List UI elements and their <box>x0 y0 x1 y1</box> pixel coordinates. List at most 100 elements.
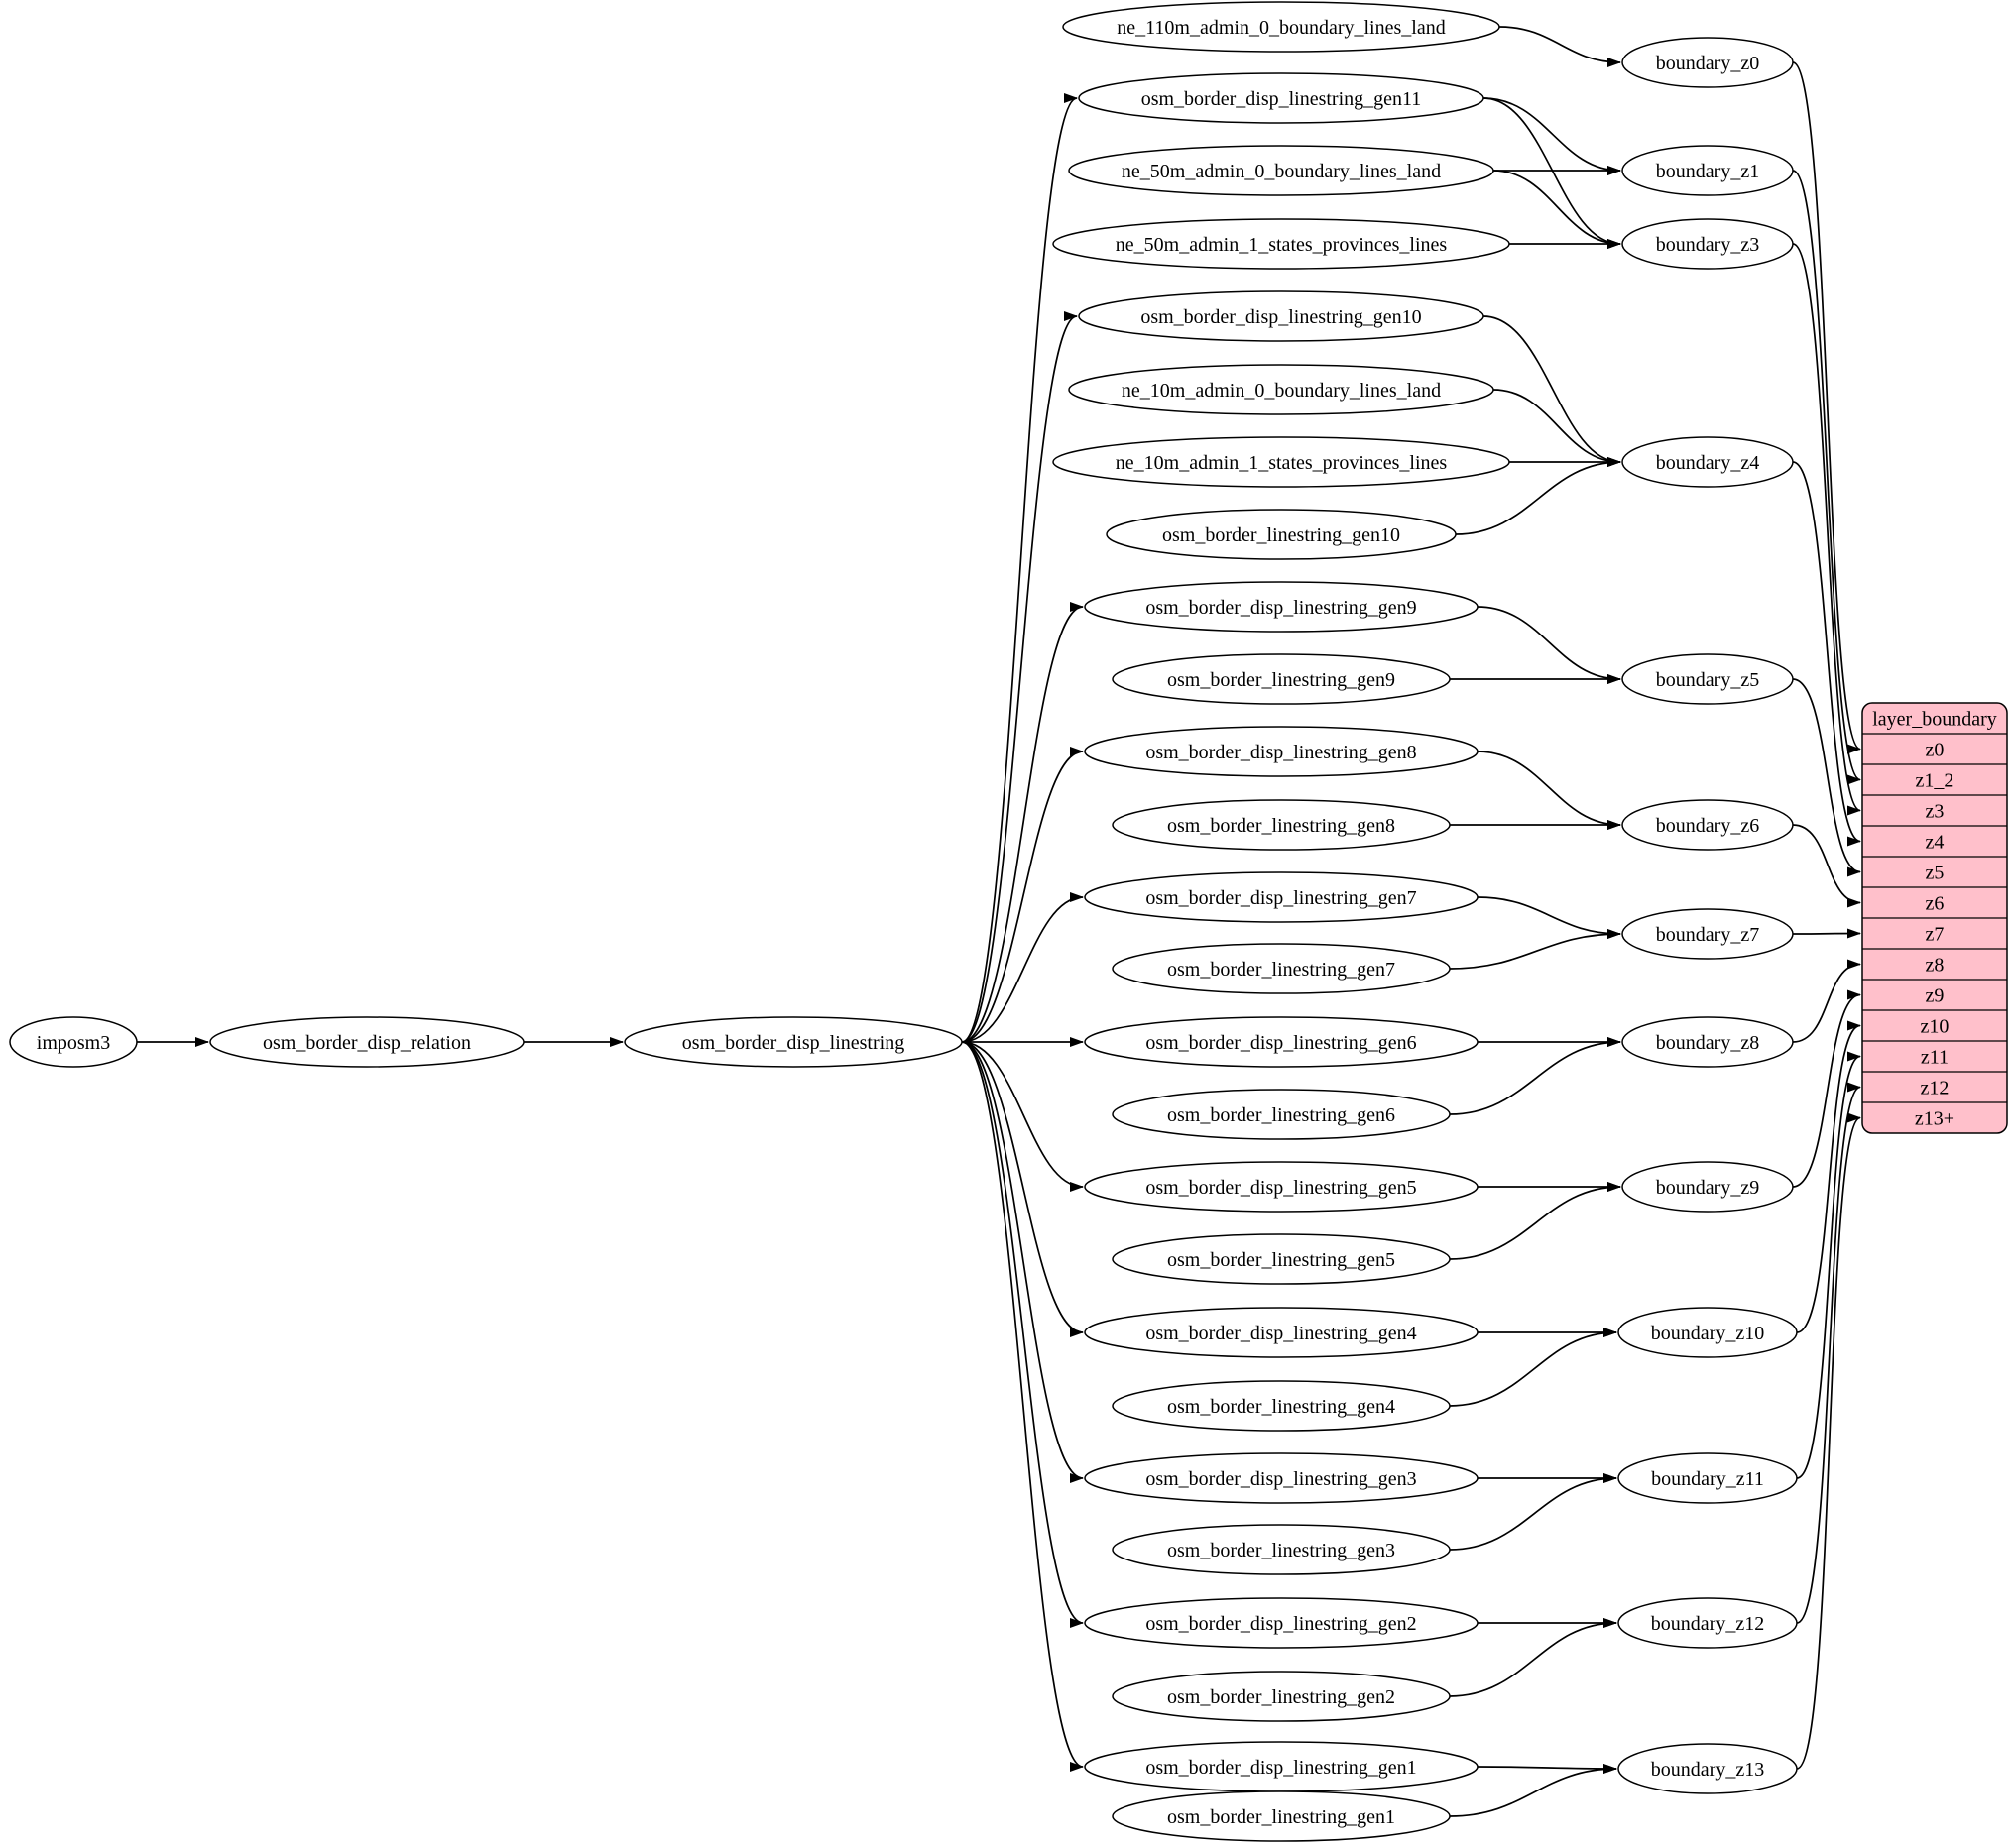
node-ne_50m_admin_0_boundary_lines_land: ne_50m_admin_0_boundary_lines_land <box>1068 145 1494 196</box>
node-osm_border_linestring_gen9: osm_border_linestring_gen9 <box>1112 653 1451 705</box>
record-row-z1_2: z1_2 <box>1916 770 1954 792</box>
node-label-boundary_z0: boundary_z0 <box>1656 53 1759 74</box>
node-osm_border_linestring_gen7: osm_border_linestring_gen7 <box>1112 943 1451 994</box>
edge-ne_10m_admin_0_boundary_lines_land-to-boundary_z4 <box>1492 389 1621 467</box>
edge-osm_border_disp_linestring-to-osm_border_disp_linestring_gen9 <box>961 602 1084 1043</box>
node-osm_border_disp_linestring_gen10: osm_border_disp_linestring_gen10 <box>1078 290 1484 342</box>
edge-osm_border_disp_linestring_gen11-to-boundary_z1 <box>1482 97 1621 175</box>
node-label-ne_110m_admin_0_boundary_lines_land: ne_110m_admin_0_boundary_lines_land <box>1117 17 1445 39</box>
edge-osm_border_disp_linestring-to-osm_border_disp_linestring_gen7 <box>961 892 1084 1043</box>
node-label-ne_10m_admin_1_states_provinces_lines: ne_10m_admin_1_states_provinces_lines <box>1116 452 1448 474</box>
node-osm_border_disp_linestring_gen4: osm_border_disp_linestring_gen4 <box>1084 1307 1479 1358</box>
node-label-boundary_z7: boundary_z7 <box>1656 924 1759 946</box>
node-osm_border_disp_linestring_gen8: osm_border_disp_linestring_gen8 <box>1084 726 1479 777</box>
record-row-z12: z12 <box>1921 1078 1950 1099</box>
node-label-osm_border_linestring_gen8: osm_border_linestring_gen8 <box>1167 815 1395 837</box>
edge-osm_border_disp_linestring_gen9-to-boundary_z5 <box>1477 606 1621 684</box>
node-label-boundary_z5: boundary_z5 <box>1656 669 1759 691</box>
node-osm_border_linestring_gen8: osm_border_linestring_gen8 <box>1112 799 1451 851</box>
record-row-z7: z7 <box>1926 924 1945 946</box>
node-label-boundary_z11: boundary_z11 <box>1651 1468 1764 1490</box>
edge-osm_border_linestring_gen1-to-boundary_z13 <box>1449 1764 1617 1817</box>
node-label-imposm3: imposm3 <box>37 1032 110 1054</box>
node-label-boundary_z12: boundary_z12 <box>1651 1613 1764 1635</box>
node-osm_border_disp_linestring_gen9: osm_border_disp_linestring_gen9 <box>1084 581 1479 633</box>
edge-boundary_z12-to-layer_boundary-z12 <box>1796 1082 1861 1624</box>
record-row-z11: z11 <box>1921 1047 1949 1069</box>
node-imposm3: imposm3 <box>9 1016 138 1068</box>
edge-osm_border_disp_linestring-to-osm_border_disp_linestring_gen4 <box>961 1041 1084 1337</box>
node-boundary_z7: boundary_z7 <box>1621 908 1794 960</box>
edge-boundary_z7-to-layer_boundary-z7 <box>1792 928 1861 939</box>
node-boundary_z3: boundary_z3 <box>1621 218 1794 270</box>
node-osm_border_disp_linestring_gen5: osm_border_disp_linestring_gen5 <box>1084 1161 1479 1213</box>
node-label-osm_border_disp_linestring_gen10: osm_border_disp_linestring_gen10 <box>1140 306 1421 328</box>
edge-boundary_z9-to-layer_boundary-z9 <box>1792 989 1861 1188</box>
edge-osm_border_disp_linestring-to-osm_border_disp_linestring_gen3 <box>961 1041 1084 1483</box>
node-osm_border_disp_linestring_gen2: osm_border_disp_linestring_gen2 <box>1084 1597 1479 1649</box>
edge-osm_border_disp_linestring-to-osm_border_disp_linestring_gen5 <box>961 1041 1084 1192</box>
node-osm_border_disp_linestring_gen7: osm_border_disp_linestring_gen7 <box>1084 871 1479 923</box>
edge-osm_border_linestring_gen2-to-boundary_z12 <box>1449 1618 1617 1697</box>
node-boundary_z0: boundary_z0 <box>1621 37 1794 88</box>
edge-osm_border_linestring_gen10-to-boundary_z4 <box>1455 457 1621 535</box>
record-row-z9: z9 <box>1926 985 1945 1007</box>
edge-osm_border_disp_linestring_gen8-to-boundary_z6 <box>1477 751 1621 830</box>
record-row-z6: z6 <box>1926 893 1945 915</box>
record-row-z13+: z13+ <box>1915 1108 1954 1130</box>
node-label-ne_50m_admin_1_states_provinces_lines: ne_50m_admin_1_states_provinces_lines <box>1116 234 1448 256</box>
node-osm_border_linestring_gen1: osm_border_linestring_gen1 <box>1112 1790 1451 1842</box>
record-row-z8: z8 <box>1926 955 1945 977</box>
record-row-z5: z5 <box>1926 863 1945 884</box>
edge-osm_border_disp_linestring-to-osm_border_disp_linestring_gen8 <box>961 747 1084 1043</box>
node-label-osm_border_disp_linestring_gen2: osm_border_disp_linestring_gen2 <box>1145 1613 1416 1635</box>
record-row-z10: z10 <box>1921 1016 1950 1038</box>
edge-osm_border_disp_linestring-to-osm_border_disp_linestring_gen11 <box>961 93 1078 1043</box>
edge-osm_border_disp_linestring-to-osm_border_disp_linestring_gen2 <box>961 1041 1084 1628</box>
edge-osm_border_disp_linestring_gen1-to-boundary_z13 <box>1477 1763 1617 1774</box>
node-label-osm_border_linestring_gen3: osm_border_linestring_gen3 <box>1167 1540 1395 1561</box>
record-row-z4: z4 <box>1926 832 1945 854</box>
node-label-osm_border_linestring_gen7: osm_border_linestring_gen7 <box>1167 959 1395 981</box>
edge-boundary_z6-to-layer_boundary-z6 <box>1792 824 1861 908</box>
node-osm_border_linestring_gen4: osm_border_linestring_gen4 <box>1112 1380 1451 1432</box>
edge-boundary_z11-to-layer_boundary-z11 <box>1796 1051 1861 1479</box>
node-label-osm_border_linestring_gen1: osm_border_linestring_gen1 <box>1167 1806 1395 1828</box>
node-label-boundary_z3: boundary_z3 <box>1656 234 1759 256</box>
node-boundary_z12: boundary_z12 <box>1617 1597 1798 1649</box>
node-label-osm_border_linestring_gen10: osm_border_linestring_gen10 <box>1162 524 1400 546</box>
edge-ne_50m_admin_0_boundary_lines_land-to-boundary_z3 <box>1492 170 1621 249</box>
node-label-boundary_z8: boundary_z8 <box>1656 1032 1759 1054</box>
node-label-boundary_z6: boundary_z6 <box>1656 815 1759 837</box>
node-label-boundary_z10: boundary_z10 <box>1651 1323 1764 1344</box>
record-header-layer_boundary: layer_boundary <box>1872 709 1997 731</box>
node-label-osm_border_disp_linestring_gen3: osm_border_disp_linestring_gen3 <box>1145 1468 1416 1490</box>
node-osm_border_disp_linestring: osm_border_disp_linestring <box>624 1016 963 1068</box>
node-label-ne_10m_admin_0_boundary_lines_land: ne_10m_admin_0_boundary_lines_land <box>1122 380 1441 402</box>
node-label-boundary_z4: boundary_z4 <box>1656 452 1759 474</box>
edge-ne_110m_admin_0_boundary_lines_land-to-boundary_z0 <box>1498 26 1621 67</box>
node-label-osm_border_disp_linestring_gen8: osm_border_disp_linestring_gen8 <box>1145 742 1416 763</box>
record-layer_boundary: layer_boundaryz0z1_2z3z4z5z6z7z8z9z10z11… <box>1861 702 2008 1134</box>
node-boundary_z6: boundary_z6 <box>1621 799 1794 851</box>
node-label-osm_border_linestring_gen2: osm_border_linestring_gen2 <box>1167 1686 1395 1708</box>
edge-osm_border_linestring_gen4-to-boundary_z10 <box>1449 1328 1617 1407</box>
node-label-osm_border_disp_linestring_gen11: osm_border_disp_linestring_gen11 <box>1141 88 1422 110</box>
record-row-z3: z3 <box>1926 801 1945 823</box>
node-label-osm_border_linestring_gen4: osm_border_linestring_gen4 <box>1167 1396 1395 1418</box>
node-boundary_z9: boundary_z9 <box>1621 1161 1794 1213</box>
node-label-osm_border_linestring_gen6: osm_border_linestring_gen6 <box>1167 1104 1395 1126</box>
edge-boundary_z3-to-layer_boundary-z3 <box>1792 243 1861 816</box>
edge-boundary_z0-to-layer_boundary-z0 <box>1792 61 1861 754</box>
node-label-ne_50m_admin_0_boundary_lines_land: ne_50m_admin_0_boundary_lines_land <box>1122 161 1441 182</box>
edge-boundary_z13-to-layer_boundary-z13+ <box>1796 1112 1861 1770</box>
node-boundary_z1: boundary_z1 <box>1621 145 1794 196</box>
node-osm_border_disp_linestring_gen11: osm_border_disp_linestring_gen11 <box>1078 72 1484 124</box>
node-ne_10m_admin_0_boundary_lines_land: ne_10m_admin_0_boundary_lines_land <box>1068 364 1494 415</box>
edge-boundary_z8-to-layer_boundary-z8 <box>1792 959 1861 1043</box>
node-osm_border_linestring_gen3: osm_border_linestring_gen3 <box>1112 1524 1451 1575</box>
edge-osm_border_disp_linestring_gen10-to-boundary_z4 <box>1482 315 1621 467</box>
node-osm_border_disp_relation: osm_border_disp_relation <box>209 1016 525 1068</box>
